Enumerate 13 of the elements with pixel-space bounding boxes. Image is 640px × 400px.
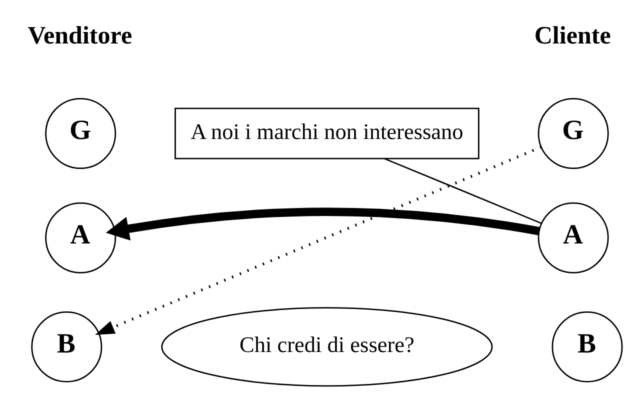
node-circle: A	[538, 202, 609, 274]
node-circle: G	[45, 98, 116, 169]
node-circle: B	[31, 311, 102, 382]
node-circle: A	[45, 202, 116, 274]
label: Cliente	[534, 22, 611, 50]
label: Venditore	[28, 22, 132, 50]
connector	[384, 158, 542, 224]
arrow	[106, 208, 540, 241]
arrow	[95, 146, 542, 335]
node-ellipse: Chi credi di essere?	[161, 307, 493, 387]
node-circle: G	[538, 98, 609, 169]
node-circle: B	[552, 311, 623, 382]
node-box: A noi i marchi non interessano	[174, 108, 480, 160]
